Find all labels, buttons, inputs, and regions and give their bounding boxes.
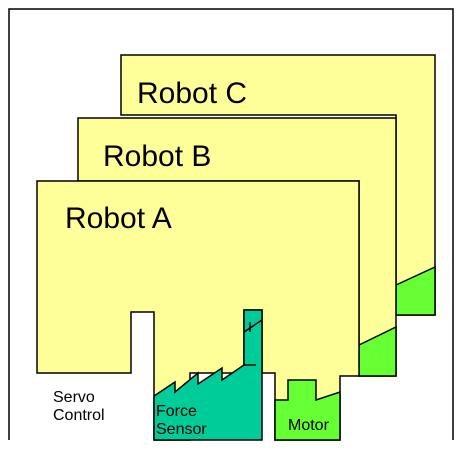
- force-sensor-block: [153, 309, 263, 441]
- force-sensor-label-line2: Sensor: [156, 421, 207, 438]
- robot-b-card: Robot B: [77, 117, 397, 377]
- robot-a-label: Robot A: [65, 202, 172, 235]
- force-sensor-label-line1: Force: [156, 403, 197, 420]
- robot-c-label: Robot C: [137, 77, 247, 110]
- outer-frame: [8, 8, 454, 440]
- motor-label: Motor: [288, 417, 330, 434]
- robot-c-card: Robot C: [120, 54, 436, 316]
- servo-control-label-line2: Control: [53, 407, 105, 424]
- motor-block: [274, 379, 341, 441]
- servo-control-label-line1: Servo: [53, 389, 95, 406]
- force-sensor-detail: [243, 319, 263, 366]
- robot-b-label: Robot B: [103, 140, 211, 173]
